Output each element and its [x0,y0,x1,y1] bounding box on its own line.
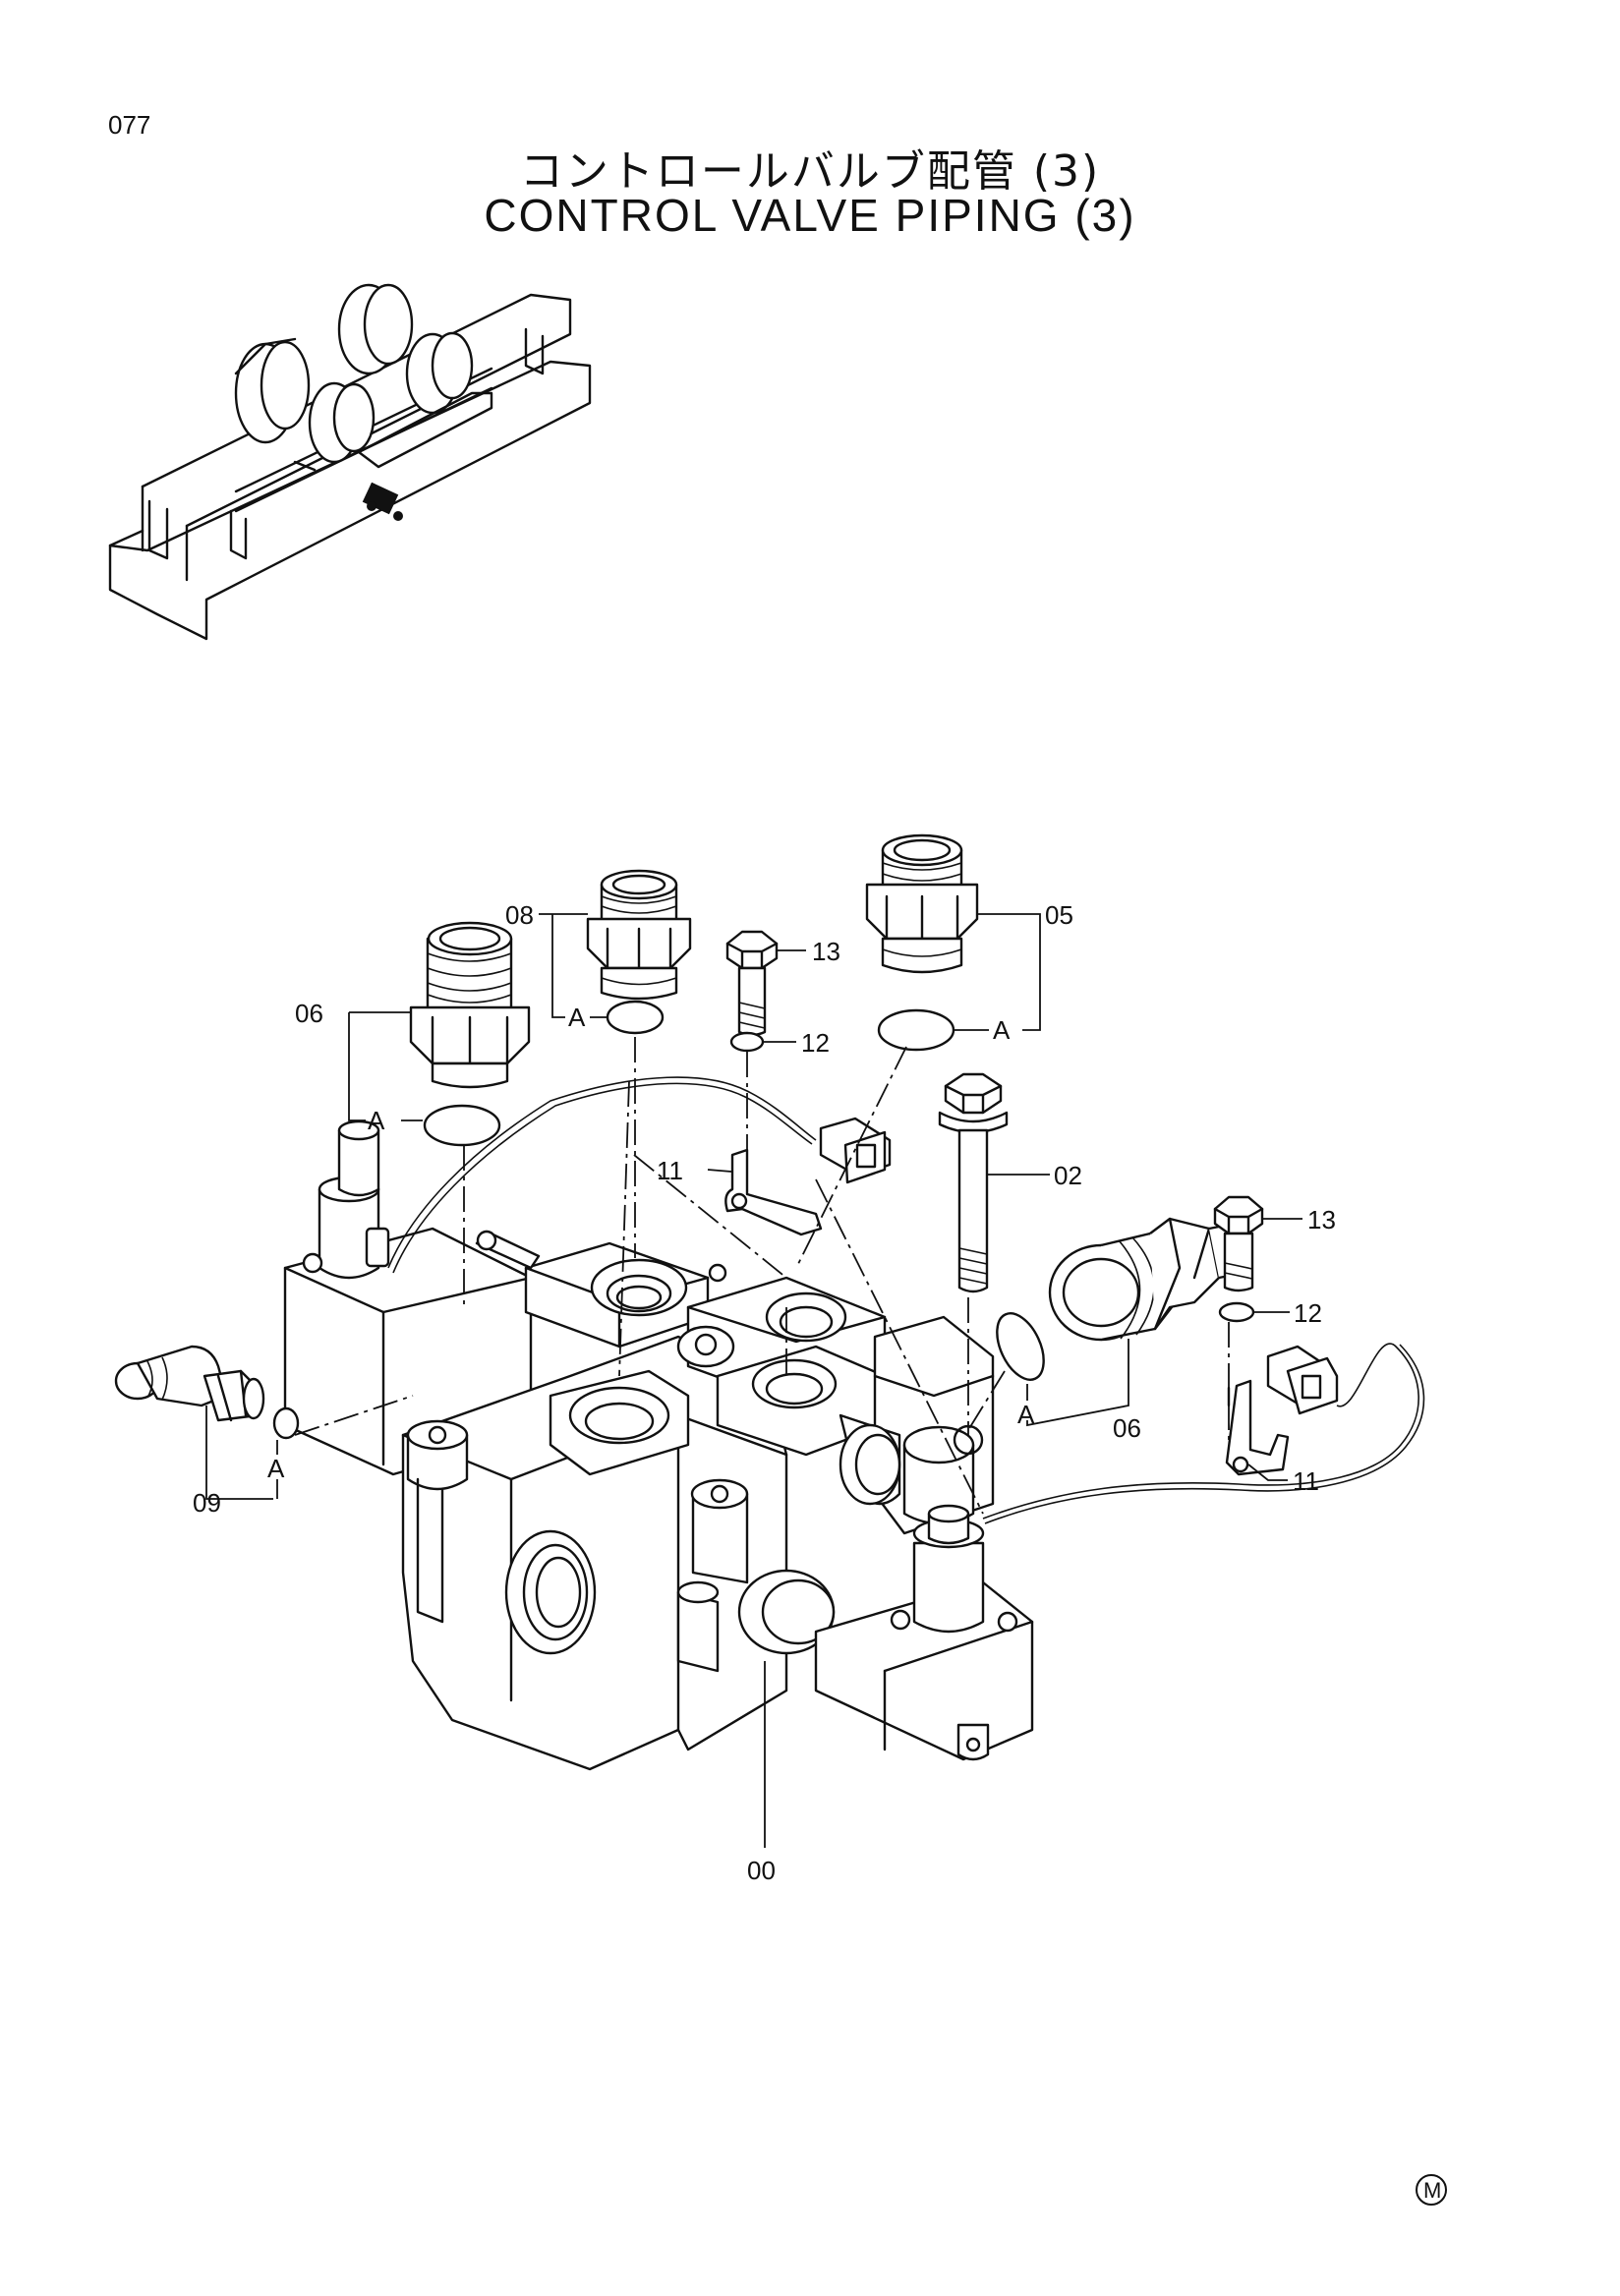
leader-lines [205,913,1302,1848]
harness-left [387,1076,817,1274]
callout-02: 02 [1054,1161,1082,1190]
adapter-06-left [409,921,531,1089]
footer-mark-letter: M [1423,2178,1441,2203]
adapter-05 [865,833,979,974]
seal-mark-05: A [993,1015,1011,1045]
callout-08: 08 [505,900,534,930]
callout-13-upper: 13 [812,937,840,966]
callout-12-upper: 12 [801,1028,830,1058]
callout-06-right: 06 [1113,1413,1141,1443]
callout-11-left: 11 [657,1156,683,1185]
callout-00: 00 [747,1856,776,1885]
bolt-02 [938,1072,1009,1293]
locator-highlight [362,482,403,521]
connector-left [819,1117,892,1184]
footer-mark: M [1416,2174,1447,2206]
callout-05: 05 [1045,900,1073,930]
adapter-08 [586,869,692,1001]
bolt-13-upper [725,930,779,1037]
o-ring-08 [606,1000,665,1035]
callout-09: 09 [193,1488,221,1518]
center-lines [294,1037,1230,1515]
o-ring-06-left [423,1104,501,1147]
callout-06-left: 06 [295,999,323,1028]
clamp-right [1225,1379,1290,1476]
seal-mark-09: A [267,1454,285,1483]
o-ring-05 [877,1008,955,1052]
seal-mark-08: A [568,1003,586,1032]
page-number: 077 [108,110,151,140]
o-ring-06-right [996,1312,1045,1381]
elbow-09 [114,1345,265,1422]
harness-right [982,1343,1425,1524]
callout-13-right: 13 [1307,1205,1336,1234]
seal-mark-06-right: A [1017,1400,1035,1429]
o-ring-09 [272,1406,300,1440]
seal-mark-06-left: A [368,1106,385,1135]
bolt-13-right [1213,1195,1264,1292]
callout-11-right: 11 [1293,1466,1319,1496]
control-valve-body [283,1119,1034,1771]
adapter-06-right [1048,1217,1245,1342]
title-english: CONTROL VALVE PIPING (3) [484,190,1136,241]
clamp-left [724,1148,823,1236]
locator-view [108,283,592,641]
connector-right [1266,1345,1339,1415]
washer-12-upper [729,1031,765,1053]
washer-12-right [1218,1301,1255,1323]
seal-marks: A A A A A [267,1003,1035,1483]
callout-12-right: 12 [1294,1298,1322,1328]
title-japanese: コントロールバルブ配管 (3) [519,146,1101,197]
callout-labels: 00 02 05 06 06 08 09 11 11 12 12 13 13 [193,900,1336,1885]
